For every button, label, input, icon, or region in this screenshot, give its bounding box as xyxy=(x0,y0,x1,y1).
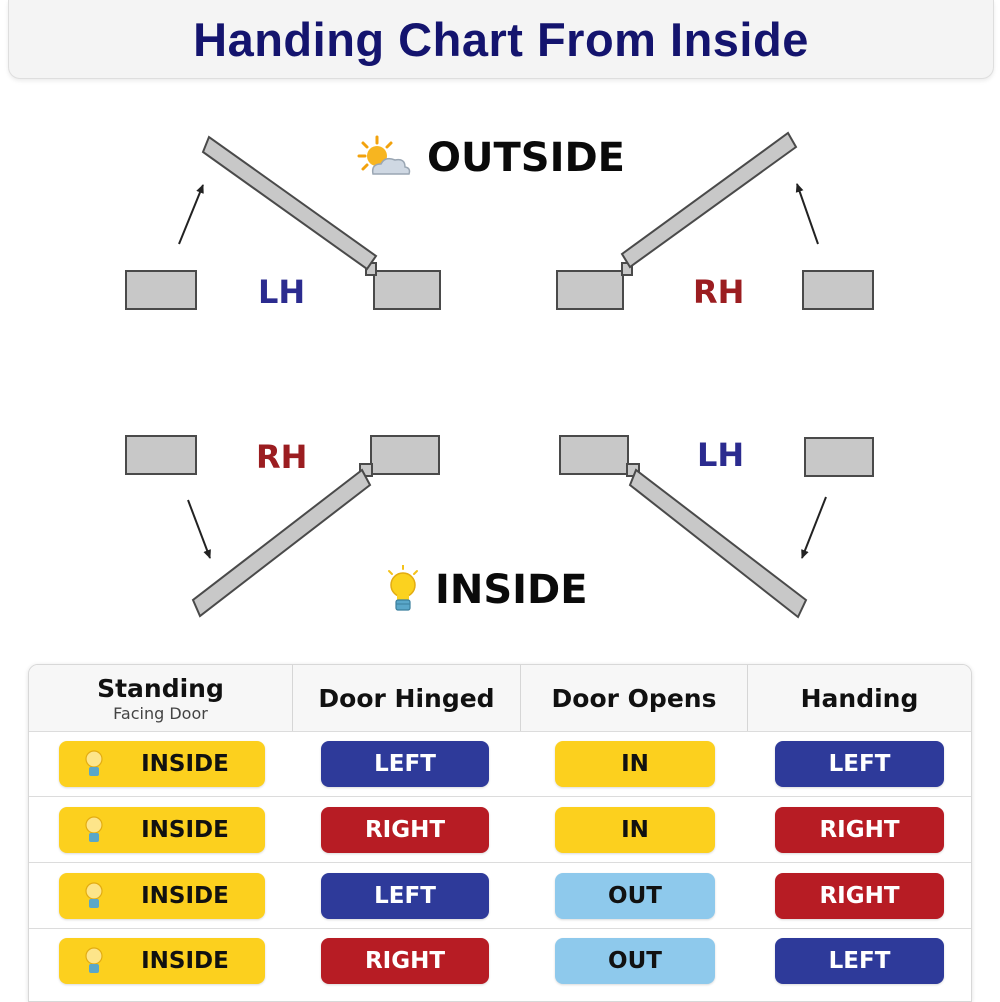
cell-text: INSIDE xyxy=(141,948,229,974)
wall-block xyxy=(370,435,440,475)
header-standing-sub: Facing Door xyxy=(113,703,208,723)
table-cell-standing: INSIDE xyxy=(59,873,265,919)
cell-text: LEFT xyxy=(828,948,891,974)
door-slab xyxy=(628,468,808,619)
cell-text: OUT xyxy=(608,883,662,909)
cell-text: LEFT xyxy=(374,751,436,777)
outside-label: OUTSIDE xyxy=(357,134,625,182)
column-divider xyxy=(520,665,521,731)
table-cell-opens: OUT xyxy=(555,873,715,919)
header-standing-label: Standing xyxy=(97,673,224,703)
cell-text: RIGHT xyxy=(819,817,900,843)
row-divider xyxy=(29,862,971,863)
wall-block xyxy=(802,270,874,310)
cell-text: LEFT xyxy=(828,751,891,777)
column-divider xyxy=(747,665,748,731)
door-slab xyxy=(201,135,378,271)
lightbulb-icon xyxy=(388,565,418,611)
swing-arrow xyxy=(801,496,827,559)
inside-label: INSIDE xyxy=(385,565,588,615)
header-door-hinged: Door Hinged xyxy=(293,665,520,731)
page-title: Handing Chart From Inside xyxy=(193,12,809,66)
table-cell-handing: RIGHT xyxy=(775,873,944,919)
handing-diagram: OUTSIDE INSIDE LH RH RH LH xyxy=(0,80,1000,650)
handing-label-top-right: RH xyxy=(693,273,745,311)
table-header: Standing Facing Door Door Hinged Door Op… xyxy=(29,665,971,732)
inside-text: INSIDE xyxy=(435,567,588,613)
table-cell-hinged: RIGHT xyxy=(321,938,489,984)
header-handing-label: Handing xyxy=(800,683,919,713)
cell-text: LEFT xyxy=(374,883,436,909)
table-cell-opens: IN xyxy=(555,807,715,853)
wall-block xyxy=(125,270,197,310)
wall-block xyxy=(804,437,874,477)
wall-block xyxy=(556,270,624,310)
wall-block xyxy=(559,435,629,475)
lightbulb-icon xyxy=(85,947,103,973)
handing-label-bottom-left: RH xyxy=(256,438,308,476)
lightbulb-icon xyxy=(85,816,103,842)
cell-text: INSIDE xyxy=(141,817,229,843)
cell-text: INSIDE xyxy=(141,883,229,909)
table-cell-handing: LEFT xyxy=(775,741,944,787)
table-cell-opens: OUT xyxy=(555,938,715,984)
row-divider xyxy=(29,796,971,797)
wall-block xyxy=(125,435,197,475)
cell-text: IN xyxy=(621,751,649,777)
column-divider xyxy=(292,665,293,731)
handing-label-top-left: LH xyxy=(258,273,306,311)
table-cell-hinged: LEFT xyxy=(321,873,489,919)
table-cell-handing: RIGHT xyxy=(775,807,944,853)
table-cell-hinged: RIGHT xyxy=(321,807,489,853)
handing-label-bottom-right: LH xyxy=(697,436,745,474)
cell-text: RIGHT xyxy=(364,817,446,843)
table-cell-hinged: LEFT xyxy=(321,741,489,787)
cell-text: IN xyxy=(621,817,649,843)
wall-block xyxy=(373,270,441,310)
cell-text: RIGHT xyxy=(364,948,446,974)
header-handing: Handing xyxy=(748,665,971,731)
title-bar: Handing Chart From Inside xyxy=(8,0,994,79)
door-slab xyxy=(191,468,372,618)
lightbulb-icon xyxy=(85,882,103,908)
table-cell-handing: LEFT xyxy=(775,938,944,984)
table-cell-standing: INSIDE xyxy=(59,807,265,853)
table-cell-standing: INSIDE xyxy=(59,741,265,787)
door-diagram-svg xyxy=(125,131,874,619)
door-slab xyxy=(620,131,798,269)
header-standing: Standing Facing Door xyxy=(29,665,292,731)
table-cell-standing: INSIDE xyxy=(59,938,265,984)
swing-arrow xyxy=(795,183,819,245)
header-door-hinged-label: Door Hinged xyxy=(318,683,495,713)
cell-text: RIGHT xyxy=(819,883,900,909)
row-divider xyxy=(29,928,971,929)
cell-text: INSIDE xyxy=(141,751,229,777)
table-cell-opens: IN xyxy=(555,741,715,787)
swing-arrow xyxy=(178,184,204,245)
handing-table: Standing Facing Door Door Hinged Door Op… xyxy=(28,664,972,1002)
cell-text: OUT xyxy=(608,948,662,974)
header-door-opens: Door Opens xyxy=(521,665,747,731)
swing-arrow xyxy=(187,499,211,559)
sun-cloud-icon xyxy=(357,135,411,175)
header-door-opens-label: Door Opens xyxy=(551,683,717,713)
outside-text: OUTSIDE xyxy=(427,135,625,181)
lightbulb-icon xyxy=(85,750,103,776)
